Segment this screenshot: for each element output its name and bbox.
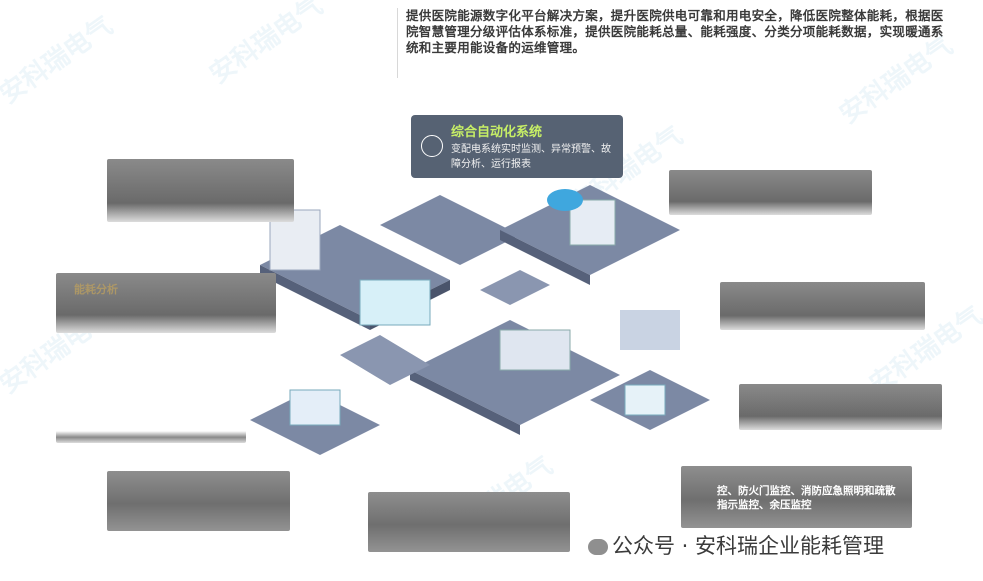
cloud-icon	[547, 189, 583, 211]
card-right-bottom: 控、防火门监控、消防应急照明和疏散指示监控、余压监控	[681, 466, 912, 528]
platform-side	[260, 265, 370, 330]
card-bottom-center	[368, 492, 570, 552]
intro-text: 提供医院能源数字化平台解决方案，提升医院供电可靠和用电安全，降低医院整体能耗，根…	[406, 8, 944, 55]
platform-side	[500, 230, 590, 285]
doctor-desk-icon	[289, 389, 341, 426]
watermark: 安科瑞电气	[204, 0, 329, 91]
card-left-top	[107, 159, 294, 222]
mri-screen-icon	[359, 279, 431, 326]
platform-side	[410, 370, 520, 435]
card-right-mid	[720, 282, 925, 330]
lab-monitor-icon	[499, 329, 571, 371]
intro-section: 提供医院能源数字化平台解决方案，提升医院供电可靠和用电安全，降低医院整体能耗，根…	[397, 8, 951, 78]
wechat-chat-icon	[588, 539, 608, 555]
wechat-account-tag: 公众号 · 安科瑞企业能耗管理	[588, 530, 884, 560]
hospital-isometric-illustration	[250, 185, 710, 455]
stairs	[340, 335, 430, 385]
feature-description: 变配电系统实时监测、异常预警、故障分析、运行报表	[451, 144, 611, 170]
card-left-mid: 能耗分析	[56, 273, 276, 333]
account-text: 公众号 · 安科瑞企业能耗管理	[612, 534, 885, 558]
feature-title: 综合自动化系统	[451, 125, 543, 140]
platform-top	[380, 195, 520, 265]
pharmacy-device-icon	[624, 384, 666, 416]
platform-top	[410, 320, 620, 425]
card-left-bottom	[107, 471, 290, 531]
card-description: 控、防火门监控、消防应急照明和疏散指示监控、余压监控	[717, 485, 896, 511]
card-left-low	[56, 395, 246, 443]
card-right-low	[739, 384, 942, 430]
automation-gear-icon	[421, 135, 443, 157]
watermark: 安科瑞电气	[0, 10, 119, 111]
card-right-top	[669, 170, 872, 215]
card-label: 能耗分析	[74, 283, 118, 296]
feature-automation-box: 综合自动化系统 变配电系统实时监测、异常预警、故障分析、运行报表	[411, 115, 623, 178]
server-rack-icon	[620, 310, 680, 350]
stairs	[480, 270, 550, 305]
